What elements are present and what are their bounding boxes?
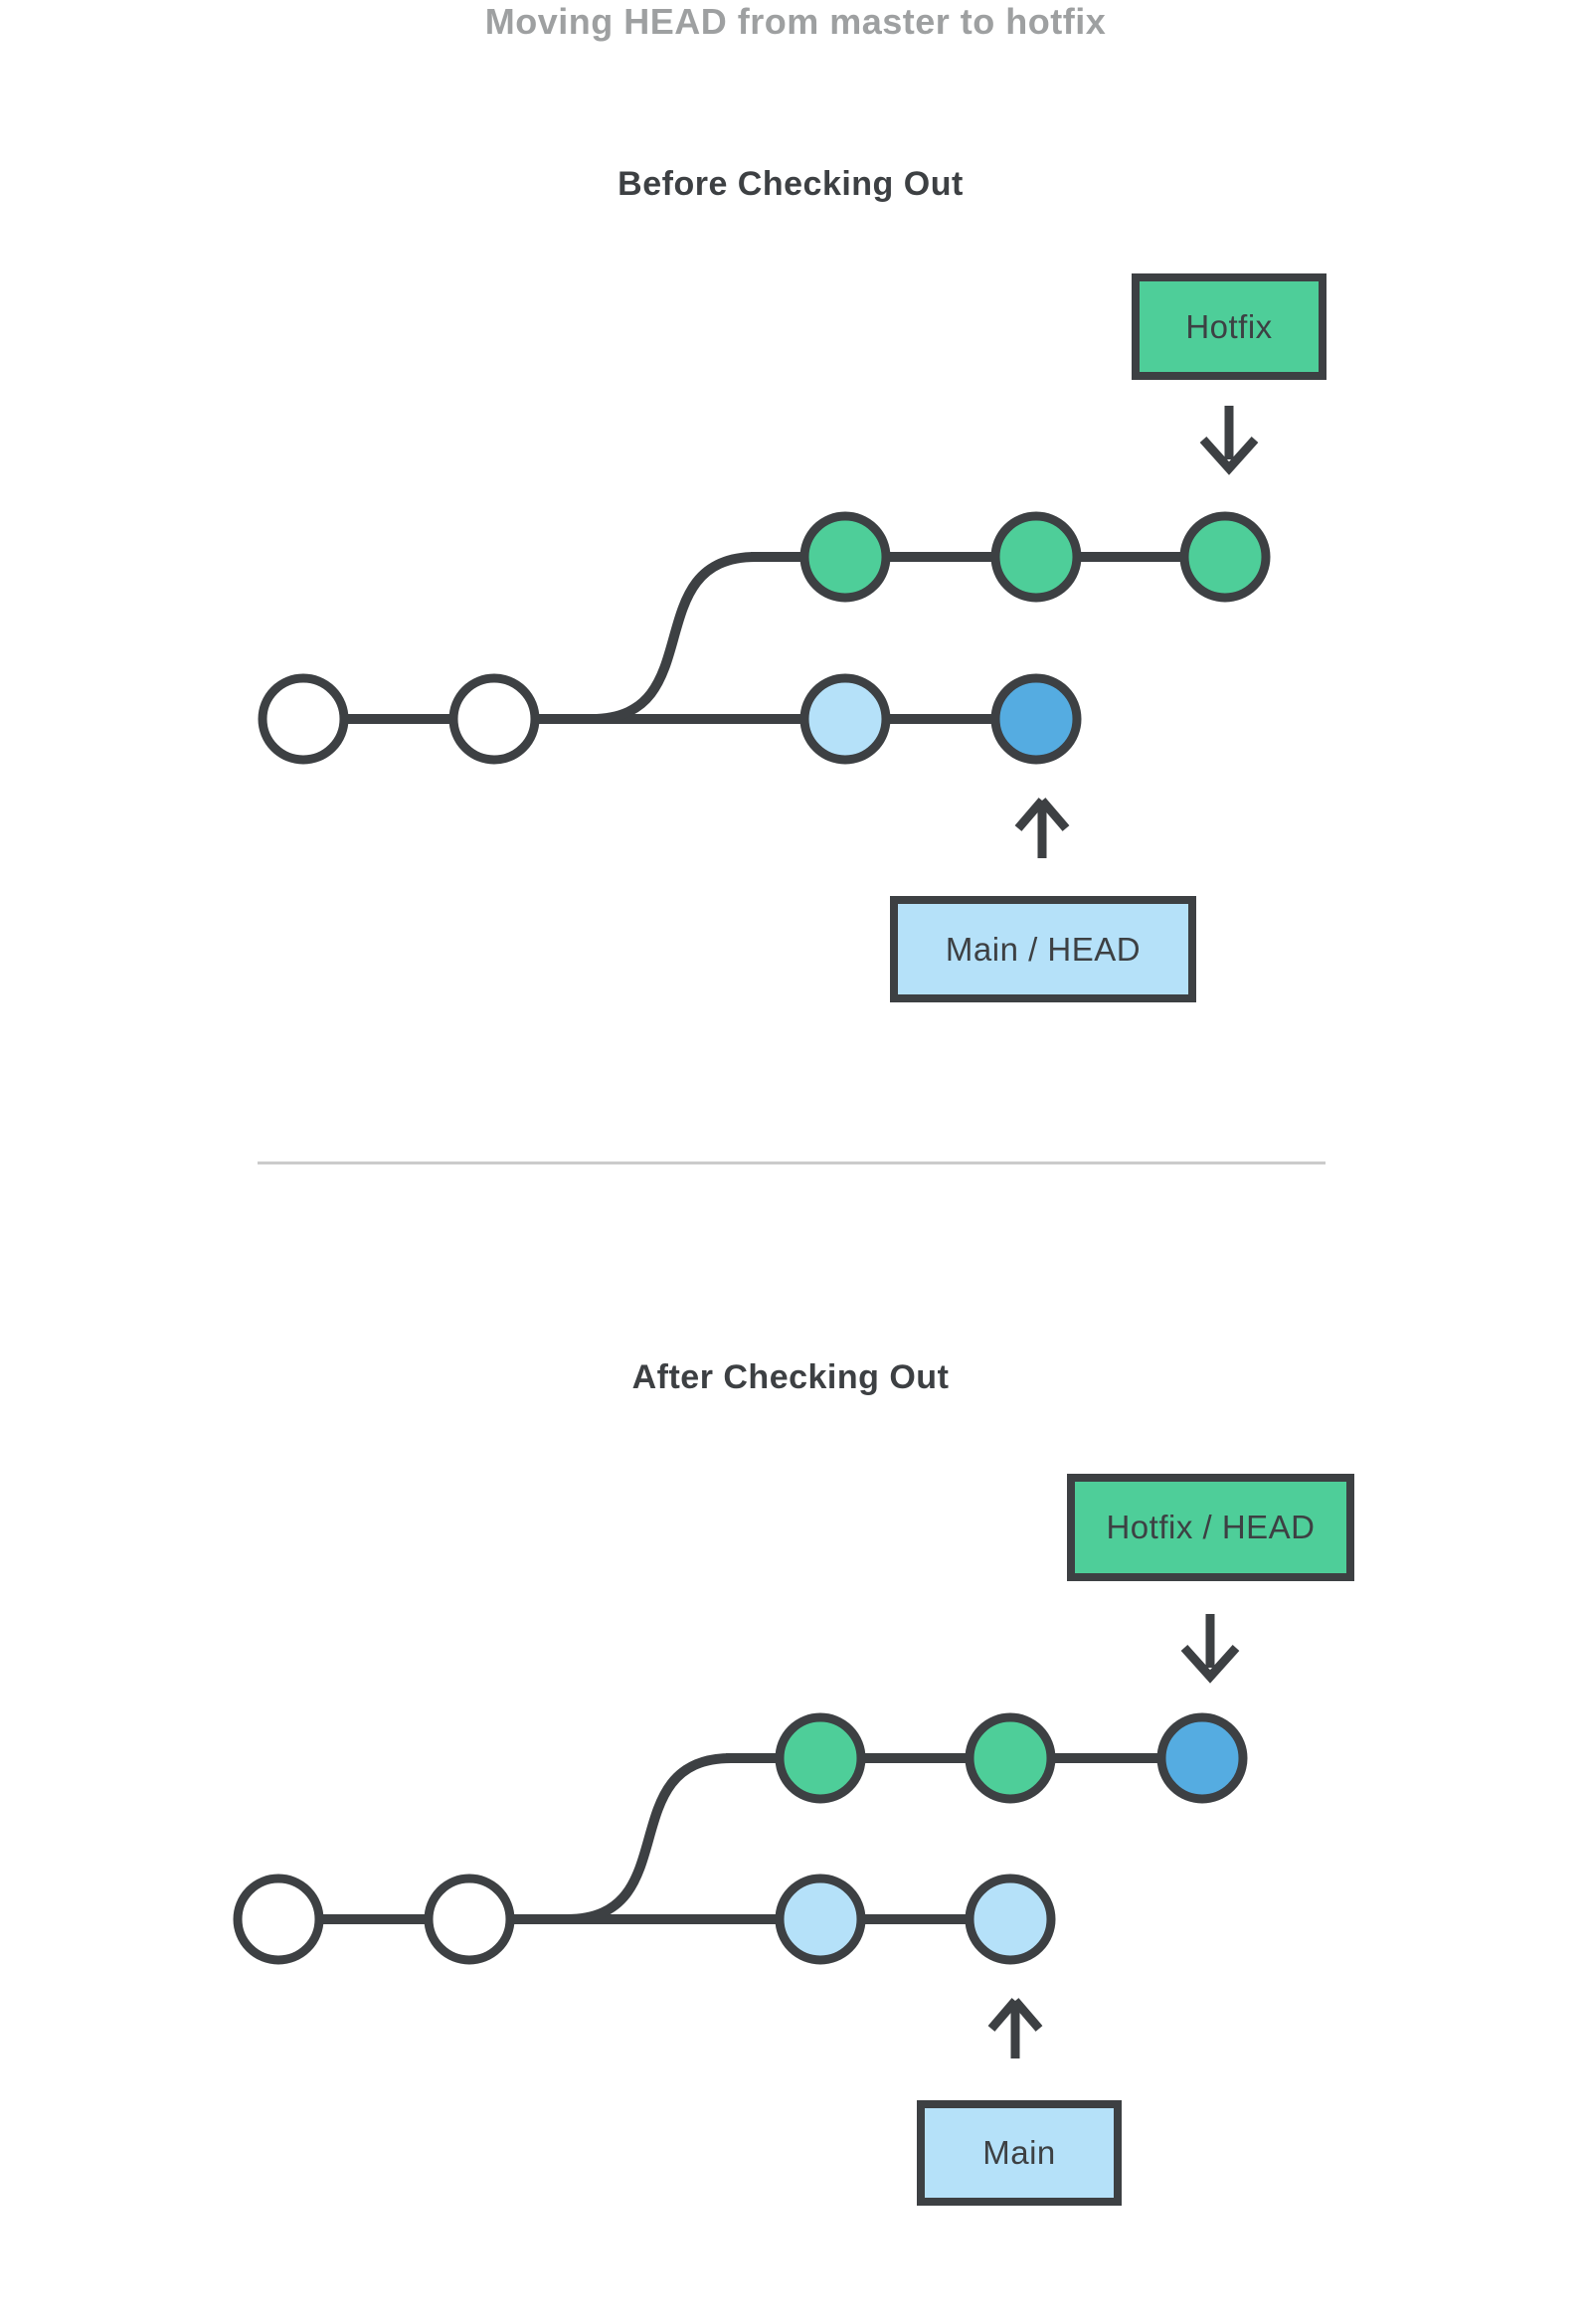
main-branch-label: Main	[917, 2100, 1122, 2206]
after-heading: After Checking Out	[631, 1358, 950, 1396]
before-main-commit-2	[448, 673, 540, 765]
before-main-commit-4-head	[990, 673, 1082, 765]
after-main-commit-2	[424, 1874, 515, 1965]
arrow-down-icon	[1180, 1614, 1240, 1684]
after-hotfix-commit-3-head	[1156, 1712, 1248, 1804]
hotfix-branch-label: Hotfix	[1132, 273, 1326, 380]
main-head-label-text: Main / HEAD	[945, 930, 1142, 968]
before-branch-curve	[591, 552, 757, 724]
after-hotfix-commit-2	[965, 1712, 1056, 1804]
before-heading: Before Checking Out	[618, 165, 964, 203]
panel-divider	[258, 1162, 1326, 1164]
after-graph	[233, 1614, 1248, 2058]
main-head-label: Main / HEAD	[890, 896, 1196, 1002]
before-graph	[258, 406, 1271, 858]
arrow-down-icon	[1199, 406, 1259, 475]
before-main-commit-1	[258, 673, 349, 765]
before-hotfix-commit-3	[1179, 511, 1271, 603]
after-main-commit-4	[965, 1874, 1056, 1965]
hotfix-head-label-text: Hotfix / HEAD	[1106, 1509, 1316, 1545]
before-hotfix-commit-1	[799, 511, 891, 603]
arrow-up-icon	[1014, 798, 1070, 858]
before-hotfix-commit-2	[990, 511, 1082, 603]
page-title: Moving HEAD from master to hotfix	[484, 1, 1107, 42]
after-branch-curve	[566, 1753, 732, 1924]
after-hotfix-commit-1	[775, 1712, 866, 1804]
hotfix-head-label: Hotfix / HEAD	[1067, 1474, 1354, 1581]
arrow-down-head	[1199, 436, 1259, 475]
before-main-commit-3	[799, 673, 891, 765]
after-main-commit-1	[233, 1874, 324, 1965]
after-main-commit-3	[775, 1874, 866, 1965]
hotfix-branch-label-text: Hotfix	[1185, 307, 1273, 345]
arrow-up-icon	[987, 1998, 1043, 2058]
main-branch-label-text: Main	[982, 2134, 1056, 2171]
arrow-down-head	[1180, 1644, 1240, 1684]
